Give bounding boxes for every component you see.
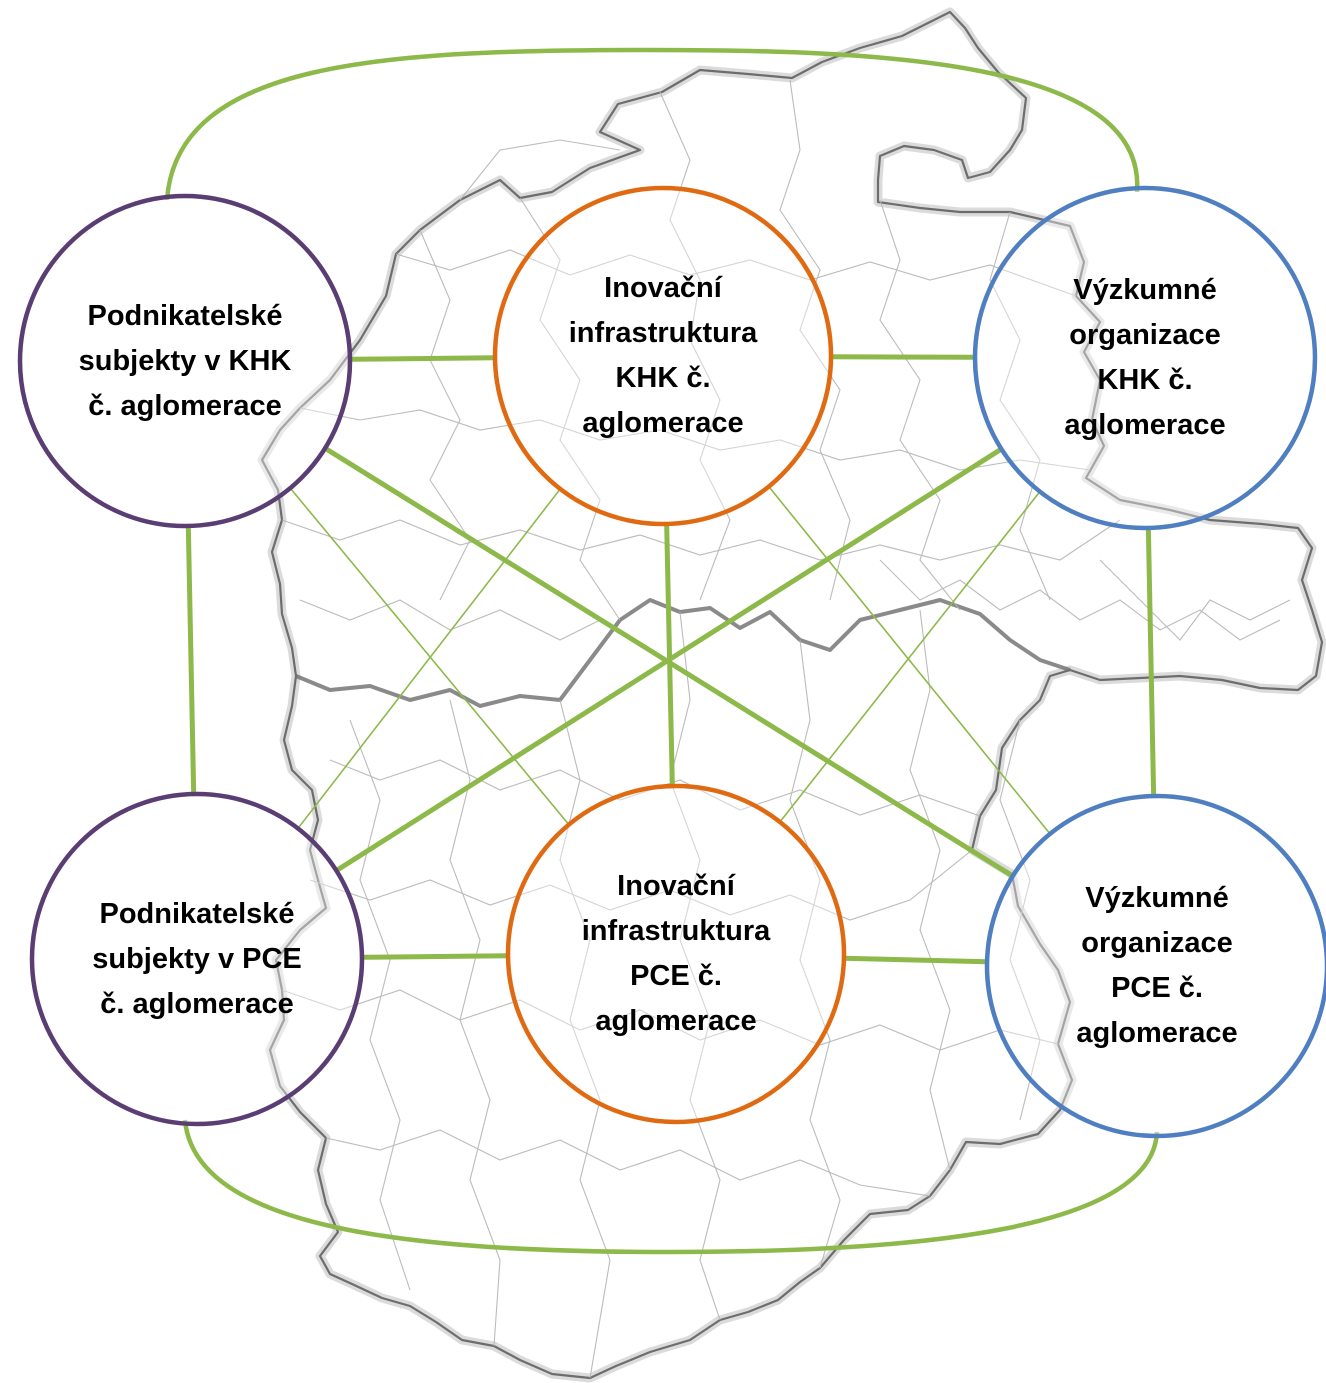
connector-layer — [164, 47, 1160, 1255]
connector-business-khk-to-business-pce — [185, 525, 197, 795]
connector-innovation-khk-to-business-pce — [297, 488, 561, 829]
connector-business-pce-to-innovation-pce — [361, 953, 509, 960]
connector-research-khk-to-research-pce — [1145, 527, 1157, 797]
node-business-khk-circle — [17, 193, 353, 529]
region-map — [257, 7, 1326, 1383]
connector-business-khk-to-innovation-khk — [349, 355, 496, 362]
node-innovation-pce-circle — [505, 783, 847, 1125]
region-border — [295, 598, 1071, 708]
node-layer — [17, 185, 1326, 1139]
connector-innovation-khk-to-research-khk — [830, 354, 976, 360]
connector-research-khk-to-innovation-pce — [779, 491, 1041, 823]
node-research-pce-circle — [984, 793, 1326, 1139]
connector-research-khk-to-business-pce — [335, 446, 1003, 873]
connector-innovation-pce-to-research-pce — [843, 955, 988, 965]
connector-business-pce-to-research-pce — [182, 1119, 1160, 1255]
connector-business-khk-to-research-khk — [164, 47, 1140, 201]
district-boundaries — [281, 79, 1291, 1379]
connector-innovation-khk-to-innovation-pce — [664, 523, 675, 787]
node-innovation-khk-circle — [492, 185, 834, 527]
node-research-khk-circle — [972, 185, 1318, 531]
node-business-pce-circle — [29, 791, 365, 1127]
connector-innovation-khk-to-research-pce — [768, 486, 1051, 835]
region-map-outline — [260, 10, 1324, 1380]
connector-business-khk-to-innovation-pce — [289, 487, 570, 826]
